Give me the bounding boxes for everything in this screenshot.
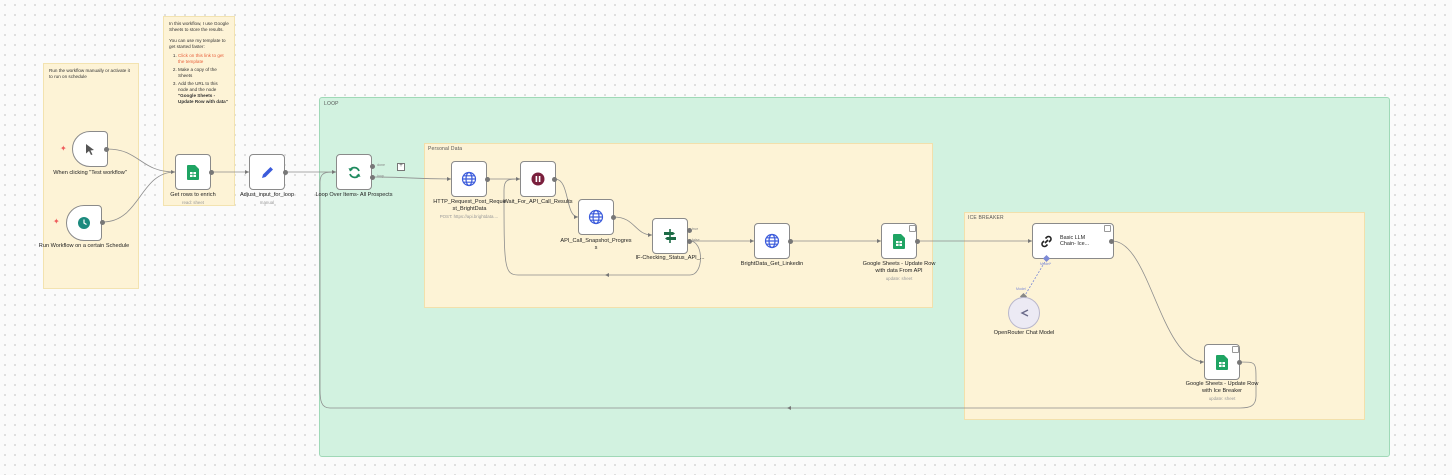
loop-loop-label: loop: [377, 174, 384, 178]
node-test-trigger[interactable]: [72, 131, 108, 167]
arrow-http: [447, 177, 451, 181]
refresh-icon: [348, 166, 360, 178]
edge-llm-to-update-ice: [1111, 240, 1205, 363]
arrow-update-ice: [1200, 360, 1204, 364]
node-http-post-sub: POST: https://api.brightdata....: [439, 214, 499, 219]
edge-test-to-getrows: [106, 148, 176, 173]
template-link[interactable]: Click on this link to get the template: [178, 53, 224, 64]
edge-wait-to-snapshot: [554, 178, 579, 218]
node-update-ice-sub: update: sheet: [1208, 396, 1236, 401]
sticky-note-sheets-content: In this workflow, I use Google Sheets to…: [164, 17, 234, 111]
arrow-adjust: [245, 170, 249, 174]
edge-schedule-to-getrows: [102, 171, 176, 223]
globe-icon: [588, 209, 604, 225]
add-node-button[interactable]: +: [397, 163, 405, 171]
node-if-check-label: IF-Checking_Status_API_...: [635, 255, 705, 261]
node-loop-label: Loop Over Items- All Prospects: [315, 192, 393, 198]
llm-model-port-label: Model*: [1040, 262, 1052, 266]
if-true-label: true: [692, 227, 699, 231]
model-connection-label: Model: [1016, 287, 1026, 291]
trigger-bolt-icon: ✦: [60, 144, 67, 153]
node-schedule-trigger[interactable]: [66, 205, 102, 241]
node-update-ice-label: Google Sheets - Update Row with Ice Brea…: [1185, 381, 1259, 394]
node-http-post[interactable]: [451, 161, 487, 197]
loop-done-label: done: [377, 163, 385, 167]
node-test-trigger-label: When clicking "Test workflow": [53, 170, 127, 176]
openrouter-icon: [1020, 309, 1029, 317]
node-get-rows[interactable]: [175, 154, 211, 190]
arrow-back-to-loop: [787, 406, 791, 410]
node-update-row-label: Google Sheets - Update Row with data Fro…: [862, 261, 936, 274]
pause-icon: [531, 172, 545, 186]
sheets-step-3-bold: "Google Sheets - Update Row with data": [178, 93, 228, 104]
google-sheets-icon: [187, 164, 199, 180]
if-false-label: false: [692, 238, 700, 242]
node-update-row[interactable]: [881, 223, 917, 259]
edge-model-to-llm: [1023, 259, 1047, 298]
cursor-icon: [86, 144, 94, 155]
schedule-bolt-icon: ✦: [53, 217, 60, 226]
update-ice-tool-icon[interactable]: [1232, 346, 1239, 353]
node-snapshot[interactable]: [578, 199, 614, 235]
node-openrouter-label: OpenRouter Chat Model: [993, 330, 1055, 336]
llm-title-line-1: Basic LLM: [1060, 234, 1086, 241]
llm-tool-icon[interactable]: [1104, 225, 1111, 232]
arrow-llm: [1028, 239, 1032, 243]
edge-snapshot-to-if: [613, 216, 653, 236]
edge-if-false-to-wait: [503, 178, 701, 276]
clock-icon: [78, 217, 90, 229]
globe-icon: [461, 171, 477, 187]
chain-link-icon: [1041, 235, 1052, 247]
llm-node-title: Basic LLM Chain- Ice...: [1060, 235, 1089, 248]
node-schedule-label: Run Workflow on a certain Schedule: [38, 243, 130, 249]
node-loop-over-items[interactable]: [336, 154, 372, 190]
node-get-rows-label: Get rows to enrich: [170, 192, 216, 198]
edge-update-ice-back-to-loop: [319, 171, 1257, 409]
sheets-step-3: Add the URL to this node and the node: [178, 81, 218, 92]
edge-loop-to-http: [372, 176, 452, 180]
arrow-loop: [332, 170, 336, 174]
sheets-note-intro: In this workflow, I use Google Sheets to…: [169, 21, 229, 32]
node-openrouter[interactable]: [1008, 297, 1040, 329]
google-sheets-icon: [893, 233, 905, 249]
arrow-false-back: [605, 273, 609, 277]
ice-breaker-group-label: ICE BREAKER: [968, 215, 1004, 221]
globe-icon: [764, 233, 780, 249]
loop-group-label: LOOP: [324, 101, 339, 107]
node-adjust-sub: manual: [259, 200, 275, 205]
arrow-wait: [516, 177, 520, 181]
node-wait-label: Wait_For_API_Call_Results: [503, 199, 573, 205]
personal-data-group-label: Personal Data: [428, 146, 463, 152]
arrow-if: [648, 233, 652, 237]
sticky-note-run-text: Run the workflow manually or activate it…: [49, 68, 130, 79]
node-http-post-label: HTTP_Request_Post_Request_BrightData: [433, 199, 506, 212]
llm-title-line-2: Chain- Ice...: [1060, 241, 1090, 247]
sticky-note-run-workflow[interactable]: Run the workflow manually or activate it…: [43, 63, 139, 289]
node-get-rows-sub: read: sheet: [182, 200, 204, 205]
node-wait[interactable]: [520, 161, 556, 197]
node-basic-llm-chain[interactable]: Basic LLM Chain- Ice...: [1032, 223, 1114, 259]
arrow-getrows: [171, 170, 175, 174]
sheets-step-2: Make a copy of the Sheets: [178, 67, 217, 78]
node-tool-icon[interactable]: [909, 225, 916, 232]
node-adjust-input[interactable]: [249, 154, 285, 190]
pen-icon: [261, 166, 273, 178]
node-if-check[interactable]: [652, 218, 688, 254]
node-brightdata-get[interactable]: [754, 223, 790, 259]
node-update-row-sub: update: sheet: [885, 276, 913, 281]
node-adjust-label: Adjust_input_for_loop: [239, 192, 295, 198]
sheets-note-template: You can use my template to get started f…: [169, 38, 226, 49]
sheets-note-steps: Click on this link to get the template M…: [169, 53, 229, 105]
node-snapshot-label: API_Call_Snapshot_Progress: [560, 238, 632, 251]
google-sheets-icon: [1216, 354, 1228, 370]
arrow-brightdata: [750, 239, 754, 243]
split-icon: [664, 229, 676, 243]
node-brightdata-label: BrightData_Get_Linkedin: [740, 261, 804, 267]
arrow-update: [877, 239, 881, 243]
arrow-snapshot: [574, 215, 578, 219]
